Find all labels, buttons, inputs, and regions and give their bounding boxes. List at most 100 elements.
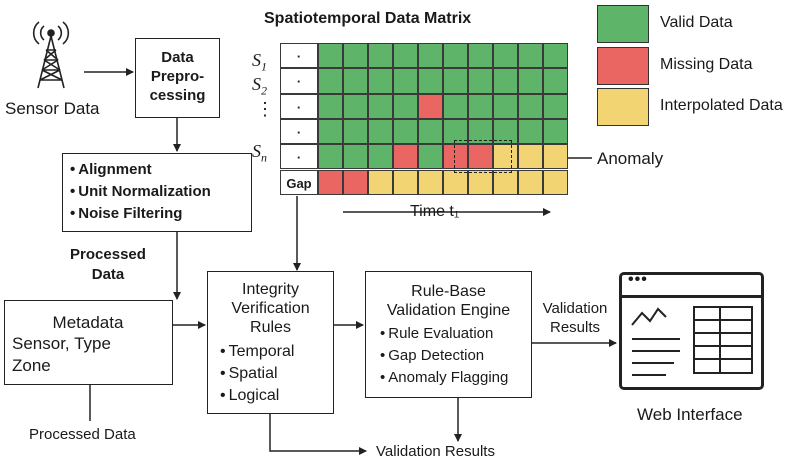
legend-swatch-valid bbox=[597, 5, 649, 43]
matrix-cell-interpolated bbox=[543, 169, 568, 195]
matrix-cell-interpolated bbox=[493, 144, 518, 170]
row-dot-cell: · bbox=[280, 144, 318, 170]
legend-label-valid: Valid Data bbox=[660, 14, 733, 31]
gap-row-label: Gap bbox=[280, 169, 318, 195]
matrix-cell-valid bbox=[543, 68, 568, 94]
data-matrix: ·····Gap bbox=[280, 43, 568, 195]
matrix-cell-valid bbox=[468, 118, 493, 145]
line-chart-icon bbox=[631, 307, 667, 326]
matrix-cell-valid bbox=[343, 93, 368, 119]
matrix-cell-valid bbox=[368, 43, 393, 69]
table-icon bbox=[693, 306, 753, 374]
matrix-cell-valid bbox=[443, 68, 468, 94]
matrix-cell-valid bbox=[343, 68, 368, 94]
preprocess-line-1: Data bbox=[161, 49, 194, 66]
matrix-cell-valid bbox=[443, 93, 468, 119]
time-axis-label: Time t₁ bbox=[410, 203, 460, 220]
anomaly-label: Anomaly bbox=[597, 149, 664, 168]
matrix-cell-valid bbox=[468, 68, 493, 94]
matrix-cell-valid bbox=[368, 68, 393, 94]
matrix-cell-valid bbox=[318, 118, 343, 145]
validation-results-side-label: Validation Results bbox=[532, 299, 618, 337]
matrix-cell-interpolated bbox=[518, 169, 543, 195]
matrix-cell-interpolated bbox=[493, 169, 518, 195]
matrix-cell-interpolated bbox=[368, 169, 393, 195]
matrix-cell-missing bbox=[468, 144, 493, 170]
validation-results-bottom-label: Validation Results bbox=[376, 443, 495, 460]
matrix-cell-interpolated bbox=[418, 169, 443, 195]
processed-data-label: Processed Data bbox=[58, 245, 158, 285]
metadata-line-1: Sensor, Type bbox=[12, 334, 111, 353]
matrix-cell-interpolated bbox=[543, 144, 568, 170]
sensor-data-label: Sensor Data bbox=[5, 99, 100, 118]
matrix-cell-valid bbox=[468, 93, 493, 119]
matrix-cell-valid bbox=[493, 68, 518, 94]
browser-dots: ••• bbox=[628, 271, 648, 288]
matrix-cell-valid bbox=[493, 93, 518, 119]
engine-title-2: Validation Engine bbox=[386, 302, 511, 319]
matrix-cell-valid bbox=[518, 68, 543, 94]
matrix-cell-valid bbox=[418, 68, 443, 94]
matrix-cell-valid bbox=[543, 93, 568, 119]
matrix-cell-valid bbox=[418, 118, 443, 145]
processed-data-line-2: Data bbox=[91, 266, 125, 283]
validation-results-side-line-1: Validation bbox=[542, 300, 608, 317]
preprocess-line-3: cessing bbox=[149, 87, 206, 104]
legend-swatch-missing bbox=[597, 47, 649, 85]
matrix-cell-valid bbox=[543, 118, 568, 145]
row-dot-cell: · bbox=[280, 43, 318, 69]
rule-logical: Logical bbox=[220, 385, 333, 407]
matrix-cell-valid bbox=[518, 93, 543, 119]
matrix-cell-missing bbox=[318, 169, 343, 195]
matrix-cell-valid bbox=[393, 68, 418, 94]
matrix-cell-interpolated bbox=[468, 169, 493, 195]
integrity-title-3: Rules bbox=[250, 319, 291, 336]
matrix-cell-missing bbox=[443, 144, 468, 170]
legend-swatch-interpolated bbox=[597, 88, 649, 126]
row-label-s1-text: 1 bbox=[261, 59, 267, 74]
matrix-cell-interpolated bbox=[393, 169, 418, 195]
metadata-line-2: Zone bbox=[12, 356, 51, 375]
step-noise-filtering: Noise Filtering bbox=[70, 203, 251, 225]
matrix-cell-valid bbox=[318, 68, 343, 94]
matrix-title: Spatiotemporal Data Matrix bbox=[264, 10, 472, 27]
matrix-cell-valid bbox=[318, 93, 343, 119]
radio-tower-icon bbox=[32, 21, 70, 89]
integrity-verification-box: Integrity Verification Rules Temporal Sp… bbox=[207, 271, 334, 414]
integrity-title-1: Integrity bbox=[242, 281, 299, 298]
arrow-integrity-to-results bbox=[269, 414, 367, 455]
validation-results-side-line-2: Results bbox=[549, 319, 601, 336]
matrix-cell-valid bbox=[518, 43, 543, 69]
step-unit-normalization: Unit Normalization bbox=[70, 181, 251, 203]
row-dot-cell: · bbox=[280, 93, 318, 119]
matrix-cell-valid bbox=[368, 144, 393, 170]
matrix-cell-valid bbox=[368, 93, 393, 119]
matrix-cell-valid bbox=[418, 43, 443, 69]
matrix-cell-valid bbox=[543, 43, 568, 69]
rule-temporal: Temporal bbox=[220, 341, 333, 363]
validation-engine-box: Rule-Base Validation Engine Rule Evaluat… bbox=[365, 271, 532, 398]
matrix-cell-valid bbox=[318, 144, 343, 170]
matrix-cell-valid bbox=[393, 118, 418, 145]
preprocess-line-2: Prepro- bbox=[150, 68, 205, 85]
matrix-cell-interpolated bbox=[518, 144, 543, 170]
matrix-cell-valid bbox=[443, 118, 468, 145]
matrix-cell-missing bbox=[393, 144, 418, 170]
engine-anomaly-flagging: Anomaly Flagging bbox=[380, 367, 531, 389]
anomaly-highlight bbox=[454, 140, 512, 173]
row-dot-cell: · bbox=[280, 68, 318, 94]
browser-window-icon bbox=[631, 306, 753, 376]
web-interface-label: Web Interface bbox=[637, 405, 743, 424]
legend-label-interpolated: Interpolated Data bbox=[660, 97, 783, 114]
web-interface-window: ••• bbox=[619, 271, 764, 390]
row-label-sn: Sn bbox=[252, 141, 267, 165]
step-alignment: Alignment bbox=[70, 159, 251, 181]
rule-spatial: Spatial bbox=[220, 363, 333, 385]
metadata-title: Metadata bbox=[52, 313, 124, 332]
matrix-cell-valid bbox=[468, 43, 493, 69]
matrix-cell-valid bbox=[368, 118, 393, 145]
matrix-cell-valid bbox=[393, 43, 418, 69]
browser-titlebar bbox=[622, 275, 761, 298]
data-preprocessing-box: Data Prepro- cessing bbox=[135, 38, 220, 118]
matrix-cell-valid bbox=[518, 118, 543, 145]
